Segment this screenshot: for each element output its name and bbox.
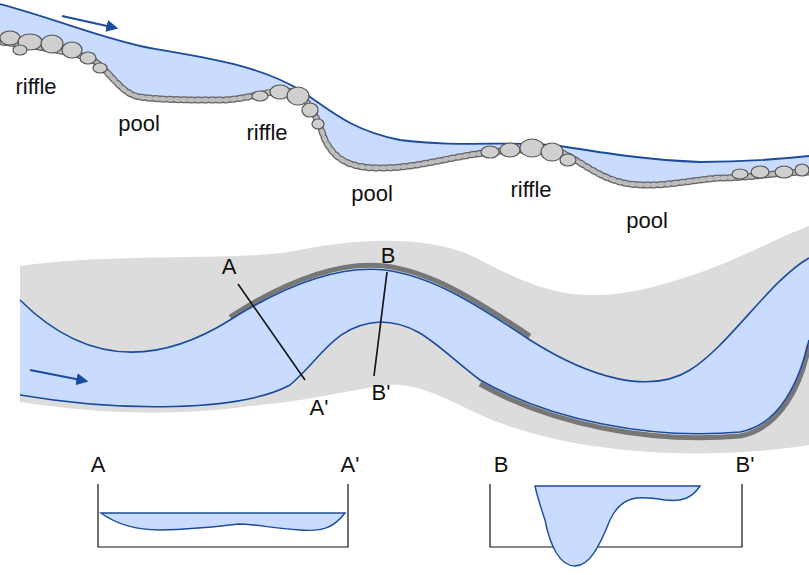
channel [20, 258, 809, 434]
feature-label: riffle [246, 121, 287, 145]
feature-label: riffle [510, 178, 551, 202]
feature-label: riffle [15, 75, 56, 99]
plan-view [20, 226, 809, 453]
floodplain [20, 226, 809, 453]
water-section [535, 486, 700, 566]
bank-line [20, 322, 809, 434]
gravel-bed-fill [0, 42, 809, 185]
section-label: B' [372, 381, 391, 405]
flow-arrow [30, 370, 86, 381]
section-label: B' [736, 453, 755, 477]
longitudinal-profile [0, 4, 809, 185]
gravel-bed [0, 42, 809, 185]
boulders [0, 31, 809, 179]
feature-label: pool [626, 209, 668, 233]
section-line [374, 272, 387, 376]
cut-bank [480, 345, 809, 438]
section-line [238, 284, 305, 380]
flow-arrow [62, 16, 116, 28]
section-label: A [222, 255, 237, 279]
water-profile [0, 4, 809, 185]
section-frame [98, 484, 348, 547]
feature-label: pool [118, 112, 160, 136]
feature-label: pool [351, 182, 393, 206]
section-label: A' [341, 453, 360, 477]
water-section [101, 513, 345, 530]
section-label: B [381, 244, 396, 268]
section-label: A [91, 453, 106, 477]
section-label: B [494, 453, 509, 477]
bank-line [20, 258, 809, 382]
section-label: A' [310, 396, 329, 420]
cross-section [98, 484, 742, 566]
